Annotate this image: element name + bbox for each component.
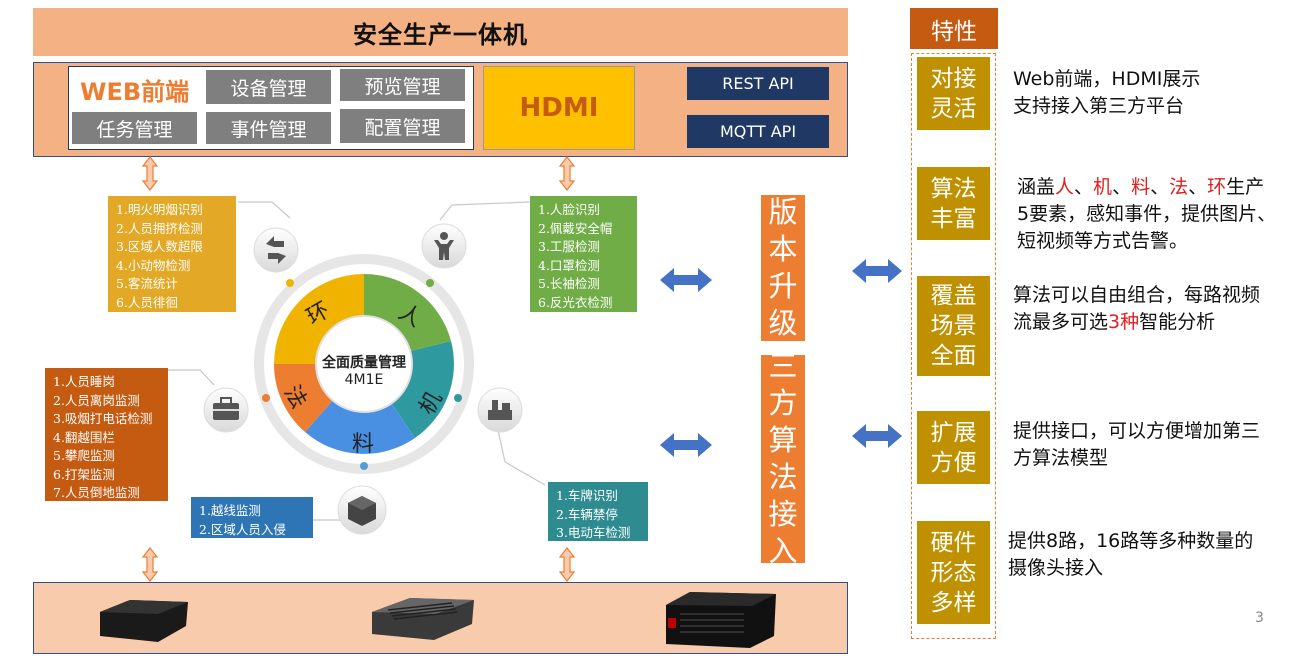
toolbox-icon bbox=[203, 387, 249, 433]
list-item: 1.人脸识别 bbox=[538, 202, 600, 217]
list-item: 2.人员拥挤检测 bbox=[116, 220, 203, 236]
recycle-icon bbox=[253, 227, 299, 273]
web-frontend-label: WEB前端 bbox=[80, 78, 190, 106]
page-title: 安全生产一体机 bbox=[33, 8, 848, 56]
event-management-button[interactable]: 事件管理 bbox=[206, 112, 331, 144]
ring-dot-icon bbox=[262, 279, 462, 470]
preview-management-button[interactable]: 预览管理 bbox=[340, 69, 465, 101]
task-management-button[interactable]: 任务管理 bbox=[72, 112, 197, 144]
rest-api-box: REST API bbox=[687, 67, 829, 100]
list-item: 4.口罩检测 bbox=[538, 257, 600, 273]
list-item: 3.区域人数超限 bbox=[116, 239, 203, 254]
edge-server-icon bbox=[666, 592, 776, 648]
center-title: 全面质量管理 bbox=[322, 355, 406, 371]
list-item: 4.小动物检测 bbox=[116, 257, 191, 273]
method-algorithm-list: 1.人员睡岗 2.人员离岗监测 3.吸烟打电话检测 4.翻越围栏 5.攀爬监测 … bbox=[45, 368, 168, 501]
device-management-button[interactable]: 设备管理 bbox=[206, 70, 331, 104]
hdmi-box: HDMI bbox=[483, 66, 635, 150]
third-party-algorithm-button[interactable]: 三 方 算 法 接 入 bbox=[761, 349, 805, 568]
list-item: 1.明火明烟识别 bbox=[116, 202, 203, 217]
list-item: 5.客流统计 bbox=[116, 276, 178, 291]
vertical-double-arrow-icon bbox=[141, 156, 576, 582]
list-item: 1.车牌识别 bbox=[556, 488, 618, 503]
segment-label-material: 料 bbox=[352, 432, 375, 457]
feature-coverage-desc-line2: 流最多可选3种智能分析 bbox=[1013, 311, 1216, 333]
edge-box-small-icon bbox=[100, 600, 188, 642]
list-item: 5.攀爬监测 bbox=[53, 448, 115, 463]
list-item: 1.越线监测 bbox=[199, 503, 261, 518]
list-item: 2.区域人员入侵 bbox=[199, 521, 286, 537]
list-item: 6.打架监测 bbox=[53, 466, 115, 482]
list-item: 3.吸烟打电话检测 bbox=[53, 411, 153, 426]
version-upgrade-button[interactable]: 版 本 升 级 bbox=[761, 195, 805, 341]
feature-rich-desc-line1: 涵盖人、机、料、法、环生产 bbox=[1017, 176, 1265, 198]
env-algorithm-list: 1.明火明烟识别 2.人员拥挤检测 3.区域人数超限 4.小动物检测 5.客流统… bbox=[108, 196, 236, 312]
list-item: 2.车辆禁停 bbox=[556, 506, 618, 522]
list-item: 2.佩戴安全帽 bbox=[538, 220, 613, 236]
feature-hardware-desc: 提供8路，16路等多种数量的 摄像头接入 bbox=[1008, 530, 1254, 579]
feature-extension-desc: 提供接口，可以方便增加第三 方算法模型 bbox=[1013, 420, 1261, 469]
list-item: 6.反光衣检测 bbox=[538, 294, 613, 310]
cube-icon bbox=[337, 485, 387, 535]
horizontal-double-arrow-icon bbox=[660, 259, 902, 457]
mqtt-api-box: MQTT API bbox=[687, 115, 829, 148]
edge-box-medium-icon bbox=[372, 598, 474, 640]
list-item: 4.翻越围栏 bbox=[53, 429, 115, 445]
feature-rich-label: 算法 丰富 bbox=[917, 167, 990, 240]
feature-flexible-label: 对接 灵活 bbox=[917, 57, 990, 130]
feature-hardware-label: 硬件 形态 多样 bbox=[917, 521, 990, 624]
list-item: 6.人员徘徊 bbox=[116, 294, 178, 310]
person-icon bbox=[421, 223, 467, 269]
list-item: 2.人员离岗监测 bbox=[53, 392, 140, 408]
material-algorithm-list: 1.越线监测 2.区域人员入侵 bbox=[191, 497, 313, 538]
list-item: 5.长袖检测 bbox=[538, 276, 600, 291]
person-algorithm-list: 1.人脸识别 2.佩戴安全帽 3.工服检测 4.口罩检测 5.长袖检测 6.反光… bbox=[530, 196, 637, 312]
machine-icon bbox=[477, 387, 523, 433]
feature-rich-desc: 涵盖人、机、料、法、环生产 5要素，感知事件，提供图片、 短视频等方式告警。 bbox=[1017, 176, 1277, 252]
list-item: 3.电动车检测 bbox=[556, 525, 631, 540]
list-item: 1.人员睡岗 bbox=[53, 374, 115, 389]
machine-algorithm-list: 1.车牌识别 2.车辆禁停 3.电动车检测 bbox=[548, 482, 648, 541]
feature-coverage-desc: 算法可以自由组合，每路视频 流最多可选3种智能分析 bbox=[1013, 282, 1260, 336]
page-number: 3 bbox=[1255, 610, 1264, 626]
center-subtitle: 4M1E bbox=[344, 372, 384, 388]
list-item: 7.人员倒地监测 bbox=[53, 485, 140, 500]
config-management-button[interactable]: 配置管理 bbox=[340, 109, 465, 143]
quality-donut-chart bbox=[274, 274, 454, 454]
feature-flexible-desc: Web前端，HDMI展示 支持接入第三方平台 bbox=[1013, 68, 1201, 117]
features-header: 特性 bbox=[910, 8, 998, 49]
list-item: 3.工服检测 bbox=[538, 239, 600, 254]
feature-coverage-label: 覆盖 场景 全面 bbox=[917, 276, 990, 376]
feature-extension-label: 扩展 方便 bbox=[917, 411, 990, 484]
features-frame bbox=[911, 53, 996, 639]
